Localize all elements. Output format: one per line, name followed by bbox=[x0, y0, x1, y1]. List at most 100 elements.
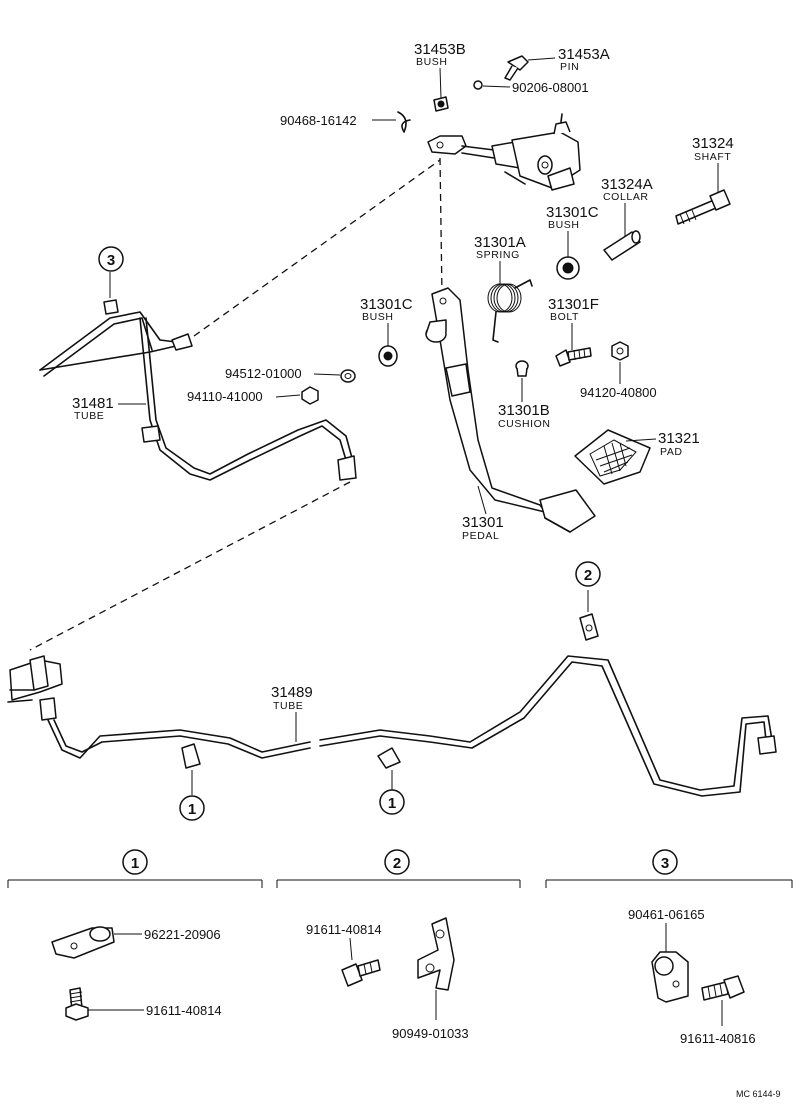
label-91611-40814-a: 91611-40814 bbox=[146, 1003, 222, 1018]
callout-1-right: 1 bbox=[379, 789, 405, 815]
bolt-91611-40816-icon bbox=[701, 975, 745, 1026]
section-headers: 1 2 3 bbox=[7, 849, 793, 888]
svg-text:2: 2 bbox=[393, 855, 401, 872]
label-31301C-upper: 31301C BUSH bbox=[546, 204, 599, 257]
label-94110: 94110-41000 bbox=[187, 389, 301, 404]
svg-text:31453A: 31453A bbox=[558, 46, 610, 63]
nut-94110-icon bbox=[301, 386, 319, 405]
brake-pedal bbox=[425, 287, 596, 533]
label-31301B: 31301B CUSHION bbox=[498, 378, 551, 430]
label-90468: 90468-16142 bbox=[280, 113, 357, 128]
label-31324: 31324 SHAFT bbox=[692, 135, 734, 192]
callout-2-mid: 2 bbox=[575, 561, 601, 587]
svg-text:91611-40814: 91611-40814 bbox=[146, 1003, 222, 1018]
svg-text:3: 3 bbox=[107, 252, 115, 269]
washer-94512-icon bbox=[340, 369, 356, 383]
svg-text:BOLT: BOLT bbox=[550, 311, 579, 323]
svg-text:1: 1 bbox=[131, 855, 139, 872]
label-91611-40814-b: 91611-40814 bbox=[306, 922, 382, 961]
spring-31301A-icon bbox=[487, 279, 533, 343]
cotter-90206-icon bbox=[473, 80, 511, 90]
svg-text:SHAFT: SHAFT bbox=[694, 151, 731, 163]
svg-text:31301B: 31301B bbox=[498, 402, 550, 419]
bolt-31301F-icon bbox=[555, 347, 592, 367]
label-94120: 94120-40800 bbox=[580, 362, 657, 400]
svg-text:31301: 31301 bbox=[462, 514, 504, 531]
cushion-31301B-icon bbox=[515, 360, 529, 377]
svg-text:BUSH: BUSH bbox=[416, 56, 448, 68]
svg-text:31453B: 31453B bbox=[414, 41, 466, 58]
svg-text:90468-16142: 90468-16142 bbox=[280, 113, 357, 128]
svg-text:1: 1 bbox=[388, 795, 396, 812]
label-31453B: 31453B BUSH bbox=[414, 41, 466, 99]
label-31481: 31481 TUBE bbox=[72, 395, 146, 422]
svg-text:SPRING: SPRING bbox=[476, 249, 520, 261]
svg-text:96221-20906: 96221-20906 bbox=[144, 927, 221, 942]
pedal-pad-31321-icon bbox=[574, 429, 651, 485]
svg-text:2: 2 bbox=[584, 567, 592, 584]
svg-text:31481: 31481 bbox=[72, 395, 114, 412]
label-91611-40816: 91611-40816 bbox=[680, 1031, 756, 1046]
bush-31453B-icon bbox=[433, 96, 449, 112]
collar-31324A-icon bbox=[603, 230, 641, 261]
svg-text:94120-40800: 94120-40800 bbox=[580, 385, 657, 400]
svg-text:31301F: 31301F bbox=[548, 296, 599, 313]
svg-text:31301C: 31301C bbox=[360, 296, 413, 313]
svg-text:TUBE: TUBE bbox=[74, 410, 104, 422]
clip-90468-icon bbox=[372, 111, 411, 133]
label-31301F: 31301F BOLT bbox=[548, 296, 599, 350]
label-31301: 31301 PEDAL bbox=[462, 485, 504, 542]
section-3-badge: 3 bbox=[652, 849, 678, 875]
label-90461: 90461-06165 bbox=[628, 907, 705, 952]
svg-text:90949-01033: 90949-01033 bbox=[392, 1026, 469, 1041]
svg-text:91611-40816: 91611-40816 bbox=[680, 1031, 756, 1046]
svg-text:31321: 31321 bbox=[658, 430, 700, 447]
drawing-code: MC 6144-9 bbox=[736, 1089, 781, 1099]
svg-text:94110-41000: 94110-41000 bbox=[187, 389, 263, 404]
svg-text:31301C: 31301C bbox=[546, 204, 599, 221]
callout-1-left: 1 bbox=[179, 795, 205, 821]
bolt-91611-40814-b-icon bbox=[341, 959, 381, 987]
section-1-badge: 1 bbox=[122, 849, 148, 875]
label-31453A: 31453A PIN bbox=[558, 46, 610, 73]
svg-text:CUSHION: CUSHION bbox=[498, 418, 551, 430]
label-31301A: 31301A SPRING bbox=[474, 234, 526, 284]
bush-31301C-upper-icon bbox=[556, 256, 580, 280]
svg-text:BUSH: BUSH bbox=[362, 311, 394, 323]
svg-text:90206-08001: 90206-08001 bbox=[512, 80, 589, 95]
label-96221: 96221-20906 bbox=[144, 927, 221, 942]
svg-text:PEDAL: PEDAL bbox=[462, 530, 499, 542]
callout-3-top: 3 bbox=[98, 246, 124, 272]
svg-text:31324: 31324 bbox=[692, 135, 734, 152]
svg-text:BUSH: BUSH bbox=[548, 219, 580, 231]
svg-text:PAD: PAD bbox=[660, 446, 683, 458]
svg-text:94512-01000: 94512-01000 bbox=[225, 366, 302, 381]
clamp-96221-icon bbox=[51, 926, 142, 959]
label-90206: 90206-08001 bbox=[512, 80, 589, 95]
clamp-90949-icon bbox=[417, 917, 455, 1020]
svg-text:91611-40814: 91611-40814 bbox=[306, 922, 382, 937]
tube-31481 bbox=[29, 159, 441, 651]
svg-text:3: 3 bbox=[661, 855, 669, 872]
label-31489: 31489 TUBE bbox=[271, 684, 313, 742]
shaft-31324-icon bbox=[675, 189, 731, 225]
master-cylinder bbox=[427, 113, 581, 191]
svg-text:31489: 31489 bbox=[271, 684, 313, 701]
label-94512: 94512-01000 bbox=[225, 366, 341, 381]
clamp-90461-icon bbox=[651, 951, 689, 1003]
label-31301C-lower: 31301C BUSH bbox=[360, 296, 413, 346]
svg-text:90461-06165: 90461-06165 bbox=[628, 907, 705, 922]
label-31324A: 31324A COLLAR bbox=[601, 176, 653, 236]
bush-31301C-lower-icon bbox=[378, 345, 398, 367]
svg-text:COLLAR: COLLAR bbox=[603, 191, 649, 203]
pin-31453A-icon bbox=[504, 55, 556, 81]
svg-text:PIN: PIN bbox=[560, 61, 579, 73]
svg-text:TUBE: TUBE bbox=[273, 700, 303, 712]
nut-94120-icon bbox=[611, 341, 629, 361]
svg-text:31301A: 31301A bbox=[474, 234, 526, 251]
label-90949: 90949-01033 bbox=[392, 1026, 469, 1041]
tube-31489 bbox=[7, 613, 777, 797]
svg-text:1: 1 bbox=[188, 801, 196, 818]
svg-text:31324A: 31324A bbox=[601, 176, 653, 193]
bolt-91611-40814-a-icon bbox=[65, 987, 144, 1021]
